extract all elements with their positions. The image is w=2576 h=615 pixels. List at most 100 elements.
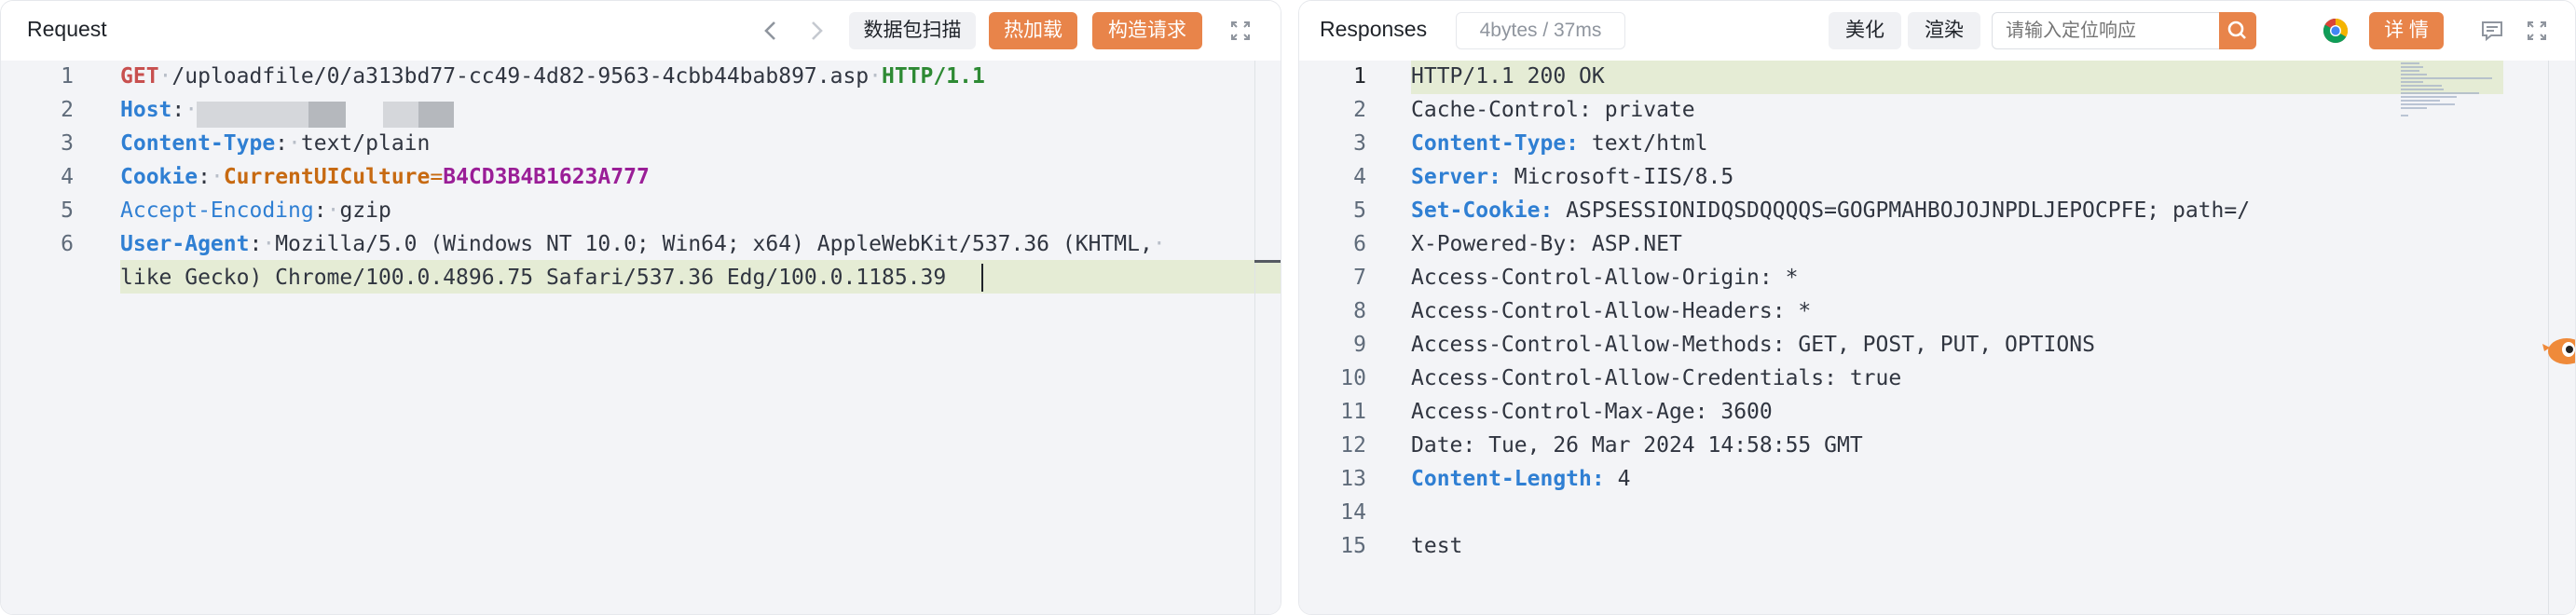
chrome-icon[interactable] — [2319, 14, 2352, 48]
header-key: Access-Control-Allow-Headers: — [1411, 299, 1786, 323]
header-key: Content-Type: — [1411, 131, 1580, 156]
line-number: 4 — [61, 165, 74, 189]
line-number: 5 — [1353, 198, 1366, 223]
cookie-value: B4CD3B4B1623A777 — [443, 165, 650, 189]
line-number: 2 — [1353, 98, 1366, 122]
host-header-line: Host:· — [120, 98, 199, 122]
search-icon — [2227, 20, 2246, 39]
line-number: 3 — [1353, 131, 1366, 156]
line-number: 13 — [1340, 467, 1366, 491]
back-arrow-icon[interactable] — [755, 14, 788, 48]
scrollbar-thumb[interactable] — [1254, 260, 1281, 263]
hot-load-button[interactable]: 热加载 — [989, 12, 1077, 49]
response-line: Access-Control-Allow-Methods: GET, POST,… — [1411, 333, 2095, 357]
header-key: Set-Cookie: — [1411, 198, 1554, 223]
line-number: 6 — [61, 232, 74, 256]
search-button[interactable] — [2219, 12, 2256, 49]
line-number: 6 — [1353, 232, 1366, 256]
header-value: ASP.NET — [1579, 232, 1682, 256]
header-value: Tue, 26 Mar 2024 14:58:55 GMT — [1475, 433, 1863, 458]
header-key: Cache-Control: — [1411, 98, 1592, 122]
current-line-highlight — [1411, 61, 2503, 94]
current-line-highlight — [120, 260, 1281, 294]
user-agent-line-wrap: like Gecko) Chrome/100.0.4896.75 Safari/… — [120, 266, 946, 290]
line-number: 2 — [61, 98, 74, 122]
request-path: /uploadfile/0/a313bd77-cc49-4d82-9563-4c… — [171, 64, 870, 89]
fullscreen-icon[interactable] — [2520, 14, 2554, 48]
header-key: Host — [120, 98, 172, 122]
line-number: 8 — [1353, 299, 1366, 323]
packet-scan-button[interactable]: 数据包扫描 — [849, 12, 976, 49]
request-editor[interactable]: 1 2 3 4 5 6 GET·/uploadfile/0/a313bd77-c… — [1, 61, 1281, 614]
response-line: Access-Control-Max-Age: 3600 — [1411, 400, 1773, 424]
response-toolbar: Responses 4bytes / 37ms 美化 渲染 详 情 — [1299, 1, 2575, 61]
response-line: test — [1411, 534, 1462, 558]
header-key: Server: — [1411, 165, 1501, 189]
line-number: 3 — [61, 131, 74, 156]
line-number: 11 — [1340, 400, 1366, 424]
header-value: true — [1836, 366, 1902, 390]
forward-arrow-icon[interactable] — [799, 14, 832, 48]
header-key: Accept-Encoding — [120, 198, 314, 223]
text-cursor — [981, 264, 983, 292]
header-value: gzip — [339, 198, 391, 223]
beautify-button[interactable]: 美化 — [1829, 12, 1901, 49]
scrollbar-track[interactable] — [2548, 61, 2549, 614]
user-agent-line: User-Agent:·Mozilla/5.0 (Windows NT 10.0… — [120, 232, 1166, 256]
line-number: 7 — [1353, 266, 1366, 290]
response-line: Access-Control-Allow-Headers: * — [1411, 299, 1811, 323]
request-title: Request — [27, 17, 107, 41]
response-line: Date: Tue, 26 Mar 2024 14:58:55 GMT — [1411, 433, 1863, 458]
response-line: Content-Type: text/html — [1411, 131, 1708, 156]
response-line: Content-Length: 4 — [1411, 467, 1630, 491]
details-button[interactable]: 详 情 — [2369, 12, 2444, 49]
response-panel: Responses 4bytes / 37ms 美化 渲染 详 情 — [1298, 0, 2576, 615]
response-search-box — [1992, 12, 2256, 49]
header-value: * — [1785, 299, 1812, 323]
header-value: 3600 — [1707, 400, 1773, 424]
header-value: ASPSESSIONIDQSDQQQQS=GOGPMAHBOJOJNPDLJEP… — [1553, 198, 2251, 223]
response-line: HTTP/1.1 200 OK — [1411, 64, 1605, 89]
scrollbar-track[interactable] — [1254, 61, 1255, 614]
comment-icon[interactable] — [2475, 14, 2509, 48]
response-search-input[interactable] — [1993, 13, 2214, 48]
header-value: 4 — [1604, 467, 1631, 491]
header-key: Access-Control-Max-Age: — [1411, 400, 1708, 424]
build-request-button[interactable]: 构造请求 — [1092, 12, 1202, 49]
response-title: Responses — [1320, 17, 1428, 41]
header-key: Access-Control-Allow-Credentials: — [1411, 366, 1837, 390]
fullscreen-icon[interactable] — [1224, 14, 1257, 48]
response-line: Access-Control-Allow-Credentials: true — [1411, 366, 1901, 390]
line-number: 10 — [1340, 366, 1366, 390]
cookie-line: Cookie:·CurrentUICulture=B4CD3B4B1623A77… — [120, 165, 650, 189]
response-line: Cache-Control: private — [1411, 98, 1695, 122]
line-number: 15 — [1340, 534, 1366, 558]
header-key: Content-Length: — [1411, 467, 1605, 491]
header-value: private — [1591, 98, 1695, 122]
header-value: Mozilla/5.0 (Windows NT 10.0; Win64; x64… — [275, 232, 1153, 256]
line-number: 4 — [1353, 165, 1366, 189]
accept-encoding-line: Accept-Encoding:·gzip — [120, 198, 391, 223]
header-key: X-Powered-By: — [1411, 232, 1580, 256]
line-number: 1 — [1353, 64, 1366, 89]
assistant-mascot-icon[interactable] — [2539, 329, 2575, 374]
response-line: Set-Cookie: ASPSESSIONIDQSDQQQQS=GOGPMAH… — [1411, 198, 2250, 223]
line-number: 12 — [1340, 433, 1366, 458]
content-type-line: Content-Type:·text/plain — [120, 131, 431, 156]
minimap[interactable] — [2399, 61, 2501, 116]
header-key: Content-Type — [120, 131, 276, 156]
render-button[interactable]: 渲染 — [1908, 12, 1980, 49]
redacted-host-block — [308, 102, 346, 128]
line-number: 14 — [1340, 500, 1366, 525]
header-value: like Gecko) Chrome/100.0.4896.75 Safari/… — [120, 266, 947, 290]
request-line: GET·/uploadfile/0/a313bd77-cc49-4d82-956… — [120, 64, 985, 89]
response-line: Access-Control-Allow-Origin: * — [1411, 266, 1798, 290]
line-number: 9 — [1353, 333, 1366, 357]
request-panel: Request 数据包扫描 热加载 构造请求 1 2 3 4 5 6 — [0, 0, 1281, 615]
header-value: text/html — [1579, 131, 1708, 156]
header-key: Access-Control-Allow-Origin: — [1411, 266, 1773, 290]
header-key: HTTP/1.1 200 OK — [1411, 64, 1605, 89]
cookie-name: CurrentUICulture — [223, 165, 431, 189]
response-size-time: 4bytes / 37ms — [1456, 12, 1625, 49]
